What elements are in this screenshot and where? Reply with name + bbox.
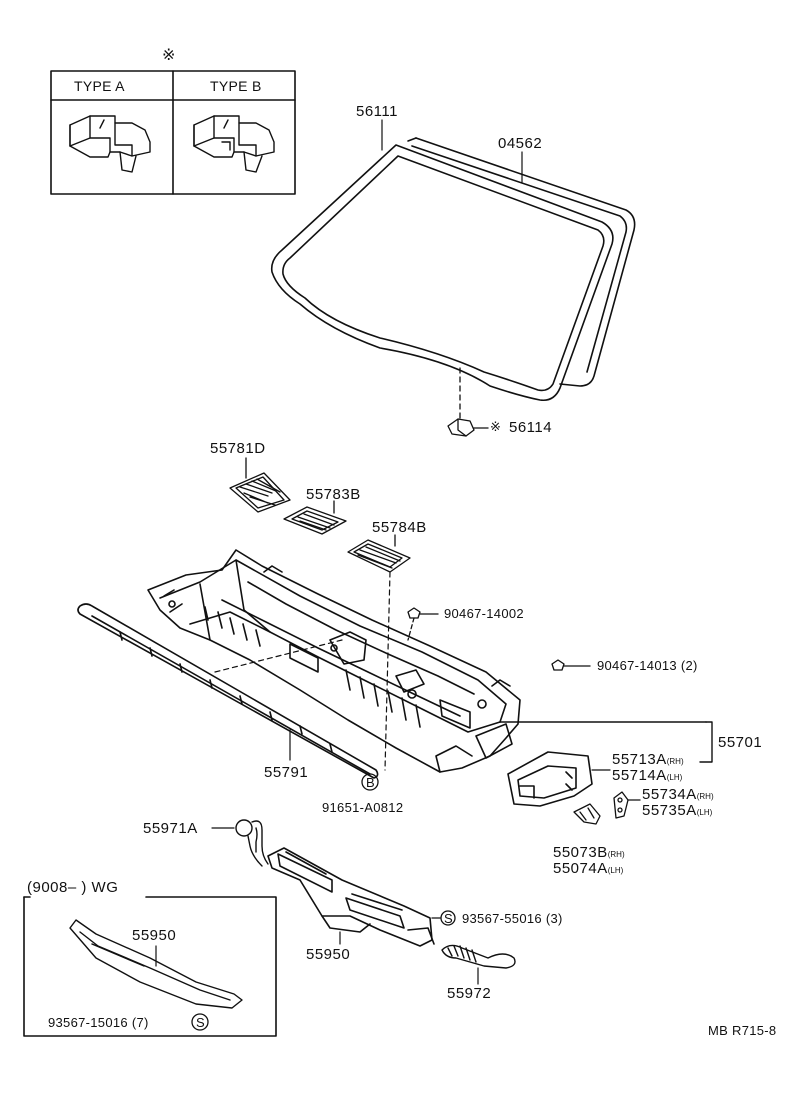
label-93567-55016: 93567-55016 (3) (462, 911, 563, 926)
louver-55784b (347, 534, 411, 573)
label-04562: 04562 (498, 135, 543, 152)
label-55074a: 55074A(LH) (553, 860, 624, 877)
label-56111: 56111 (356, 103, 398, 120)
label-55714a: 55714A(LH) (612, 767, 683, 784)
label-55734a: 55734A(RH) (642, 786, 714, 803)
type-b-header: TYPE B (210, 78, 262, 94)
wg-air-duct (69, 919, 243, 1009)
label-55950: 55950 (306, 946, 351, 963)
label-55713a: 55713A(RH) (612, 751, 684, 768)
cowl-weatherstrip (77, 603, 379, 779)
cowl-panel (147, 549, 707, 773)
hose-55971a (211, 819, 269, 867)
air-duct-55950 (267, 847, 435, 947)
type-a-header: TYPE A (74, 78, 125, 94)
label-90467-14013: 90467-14013 (2) (597, 658, 698, 673)
screw-93567-55016 (431, 910, 456, 926)
wg-heading: (9008– ) WG (27, 879, 119, 896)
label-55784b: 55784B (372, 519, 427, 536)
label-55073b: 55073B(RH) (553, 844, 625, 861)
clip-type-a-icon (69, 115, 151, 173)
bolt-91651 (361, 773, 379, 791)
label-91651: 91651-A0812 (322, 800, 404, 815)
label-wg-55950: 55950 (132, 927, 177, 944)
wg-screw (191, 1013, 209, 1031)
label-90467-14002: 90467-14002 (444, 606, 524, 621)
drawing-code: MB R715-8 (708, 1023, 777, 1038)
label-55791: 55791 (264, 764, 309, 781)
screw-90467-14013 (551, 659, 591, 671)
screw-90467-14002 (407, 607, 439, 641)
seal-55073b (573, 803, 601, 825)
label-55781d: 55781D (210, 440, 266, 457)
label-bolt-mark: B (366, 775, 375, 790)
clip-type-table (50, 70, 296, 195)
cowl-side-bracket (507, 751, 611, 807)
label-55701: 55701 (718, 734, 763, 751)
label-55735a: 55735A(LH) (642, 802, 713, 819)
hose-55972 (441, 944, 516, 985)
small-bracket-55734a (613, 791, 641, 819)
label-55783b: 55783B (306, 486, 361, 503)
windshield-glass (270, 144, 614, 402)
wg-inset-box (23, 896, 277, 1037)
legend-mark: ※ (162, 47, 176, 64)
label-56114: 56114 (509, 419, 553, 436)
label-55971a: 55971A (143, 820, 198, 837)
louver-55781d (229, 457, 291, 513)
label-55972: 55972 (447, 985, 492, 1002)
label-wg-screw-mark: S (196, 1015, 205, 1030)
windshield-clip (447, 367, 489, 437)
label-screw-mark: S (444, 911, 453, 926)
label-clip-mark: ※ (490, 419, 502, 434)
windshield-molding (407, 137, 636, 387)
louver-55783b (283, 500, 347, 535)
label-93567-15016: 93567-15016 (7) (48, 1015, 149, 1030)
clip-type-b-icon (193, 115, 275, 173)
